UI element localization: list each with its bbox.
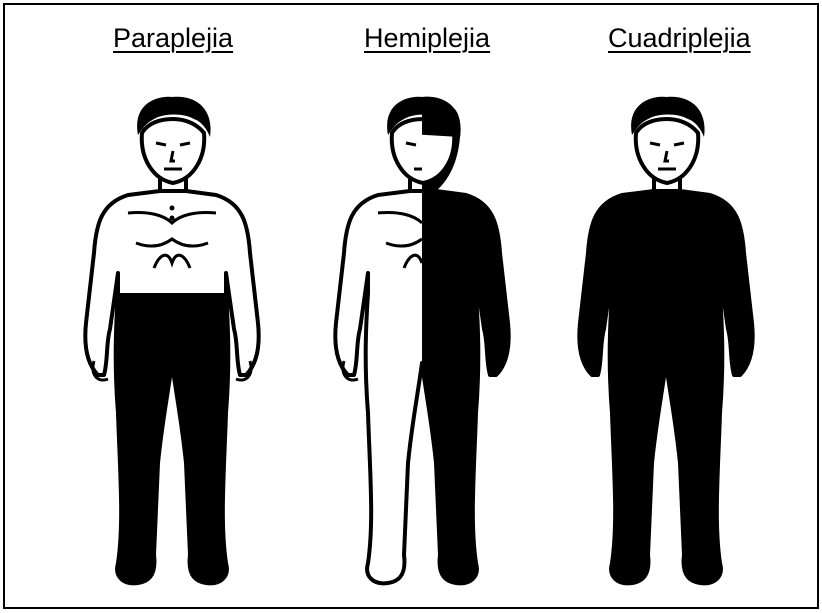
label-cuadriplejia: Cuadriplejia <box>608 23 751 54</box>
body-figure-hemiplejia <box>318 93 528 593</box>
body-figure-paraplejia <box>68 93 278 593</box>
figure-outline <box>85 97 258 584</box>
figure-outline <box>335 93 508 583</box>
label-paraplejia: Paraplejia <box>113 23 233 54</box>
label-hemiplejia: Hemiplejia <box>364 23 490 54</box>
body-figure-cuadriplejia <box>562 93 772 593</box>
figure-frame: Paraplejia Hemiplejia Cuadriplejia <box>3 3 819 609</box>
figure-outline <box>579 97 752 584</box>
